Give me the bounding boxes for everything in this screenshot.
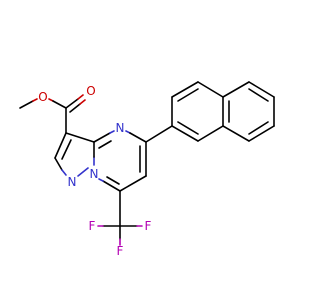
bond-o-methyl-half <box>32 98 38 102</box>
bond-c3a-n4 <box>93 132 111 143</box>
bond-c2-n1 <box>54 157 63 171</box>
bond-na-2-inner <box>177 88 199 102</box>
bond-nb-5 <box>222 125 250 142</box>
atom-n4: N <box>116 121 125 135</box>
bond-na-3 <box>197 81 224 98</box>
bond-c6-c7 <box>119 175 147 192</box>
atom-o-methoxy: O <box>38 90 47 104</box>
bond-na-6-inner <box>177 121 199 135</box>
atom-f-left: F <box>89 219 96 233</box>
bond-nb-2 <box>248 81 275 98</box>
bond-carbonyl-c-o-b <box>69 103 81 113</box>
bond-c3-c3a <box>65 132 95 143</box>
bond-carbonyl-o-b <box>79 99 86 105</box>
bond-n4-c5 <box>129 132 147 143</box>
bond-methyl-o <box>19 100 34 109</box>
atom-f-right: F <box>145 219 152 233</box>
bond-na-6 <box>171 125 199 142</box>
bond-n1-c2-half <box>61 169 67 176</box>
bond-c5-naphthyl <box>145 125 173 143</box>
bond-c7-c7a-inner <box>106 176 120 185</box>
bond-c3a-n4-inner <box>98 140 112 149</box>
bond-c3-c2-inner <box>61 139 72 160</box>
bond-na-5 <box>197 125 224 142</box>
bond-carbonyl-o-a <box>77 94 84 100</box>
atom-f-top: F <box>117 244 124 258</box>
bond-nb-2-inner <box>248 88 269 102</box>
atom-n-bridge: N <box>90 167 99 181</box>
bond-carbonyl-c-o-a <box>65 98 79 109</box>
chemical-structure-diagram: O O N N N F F F <box>19 81 275 258</box>
atom-n1: N <box>68 175 77 189</box>
bond-n1-nbridge <box>77 167 89 177</box>
bond-nbridge-c7-half <box>98 178 104 182</box>
bond-na-2 <box>171 81 199 98</box>
bond-nb-4 <box>248 125 275 142</box>
bond-nb-1 <box>222 81 250 98</box>
bond-nb-4-inner <box>248 121 269 135</box>
atom-o-carbonyl: O <box>86 84 95 98</box>
bond-o-carbonyl-c <box>52 100 67 109</box>
structure-canvas: O O N N N F F F <box>19 81 275 258</box>
bond-c3-c2 <box>54 132 67 159</box>
bond-n4-c3a-half <box>109 130 115 134</box>
bond-c7-nbridge <box>102 180 121 192</box>
